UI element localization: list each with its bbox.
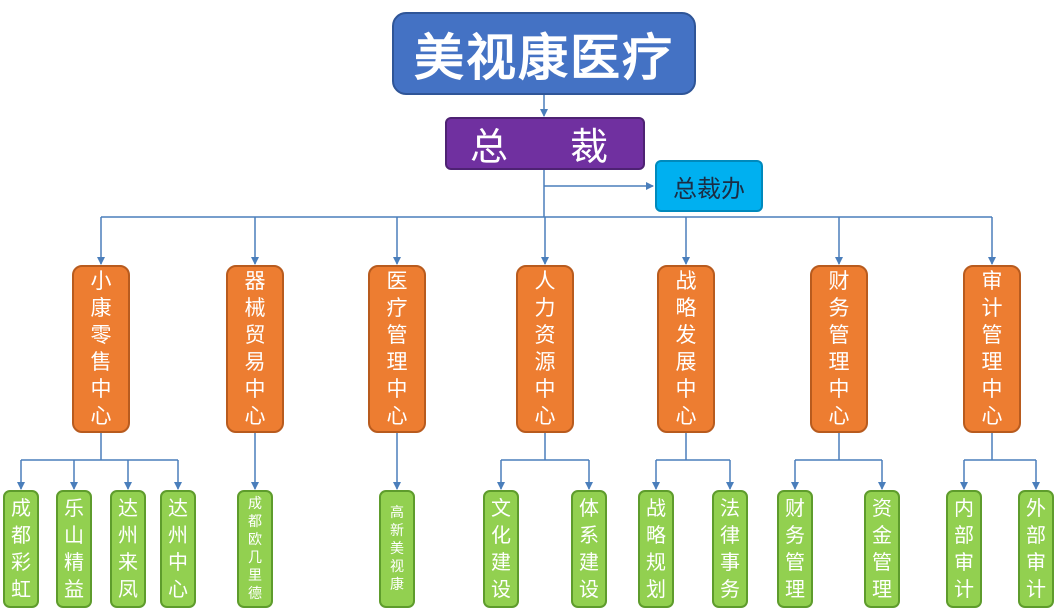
sub-unit-node: 资 金 管 理 [864, 490, 900, 608]
root-node: 美视康医疗 [392, 12, 696, 95]
sub-unit-node: 高 新 美 视 康 [379, 490, 415, 608]
sub-unit-node: 成 都 欧 几 里 德 [237, 490, 273, 608]
department-node-human-resources: 人 力 资 源 中 心 [516, 265, 574, 433]
department-node-strategy: 战 略 发 展 中 心 [657, 265, 715, 433]
sub-unit-node: 财 务 管 理 [777, 490, 813, 608]
sub-unit-node: 乐 山 精 益 [56, 490, 92, 608]
sub-unit-node: 法 律 事 务 [712, 490, 748, 608]
sub-unit-node: 内 部 审 计 [946, 490, 982, 608]
ceo-node: 总 裁 [445, 117, 645, 170]
department-node-medical-management: 医 疗 管 理 中 心 [368, 265, 426, 433]
sub-unit-node: 外 部 审 计 [1018, 490, 1054, 608]
sub-unit-node: 成 都 彩 虹 [3, 490, 39, 608]
department-node-audit: 审 计 管 理 中 心 [963, 265, 1021, 433]
department-node-finance: 财 务 管 理 中 心 [810, 265, 868, 433]
sub-unit-node: 达 州 中 心 [160, 490, 196, 608]
sub-unit-node: 文 化 建 设 [483, 490, 519, 608]
department-node-retail: 小 康 零 售 中 心 [72, 265, 130, 433]
ceo-office-node: 总裁办 [655, 160, 763, 212]
sub-unit-node: 战 略 规 划 [638, 490, 674, 608]
department-node-equipment-trade: 器 械 贸 易 中 心 [226, 265, 284, 433]
sub-unit-node: 体 系 建 设 [571, 490, 607, 608]
sub-unit-node: 达 州 来 凤 [110, 490, 146, 608]
